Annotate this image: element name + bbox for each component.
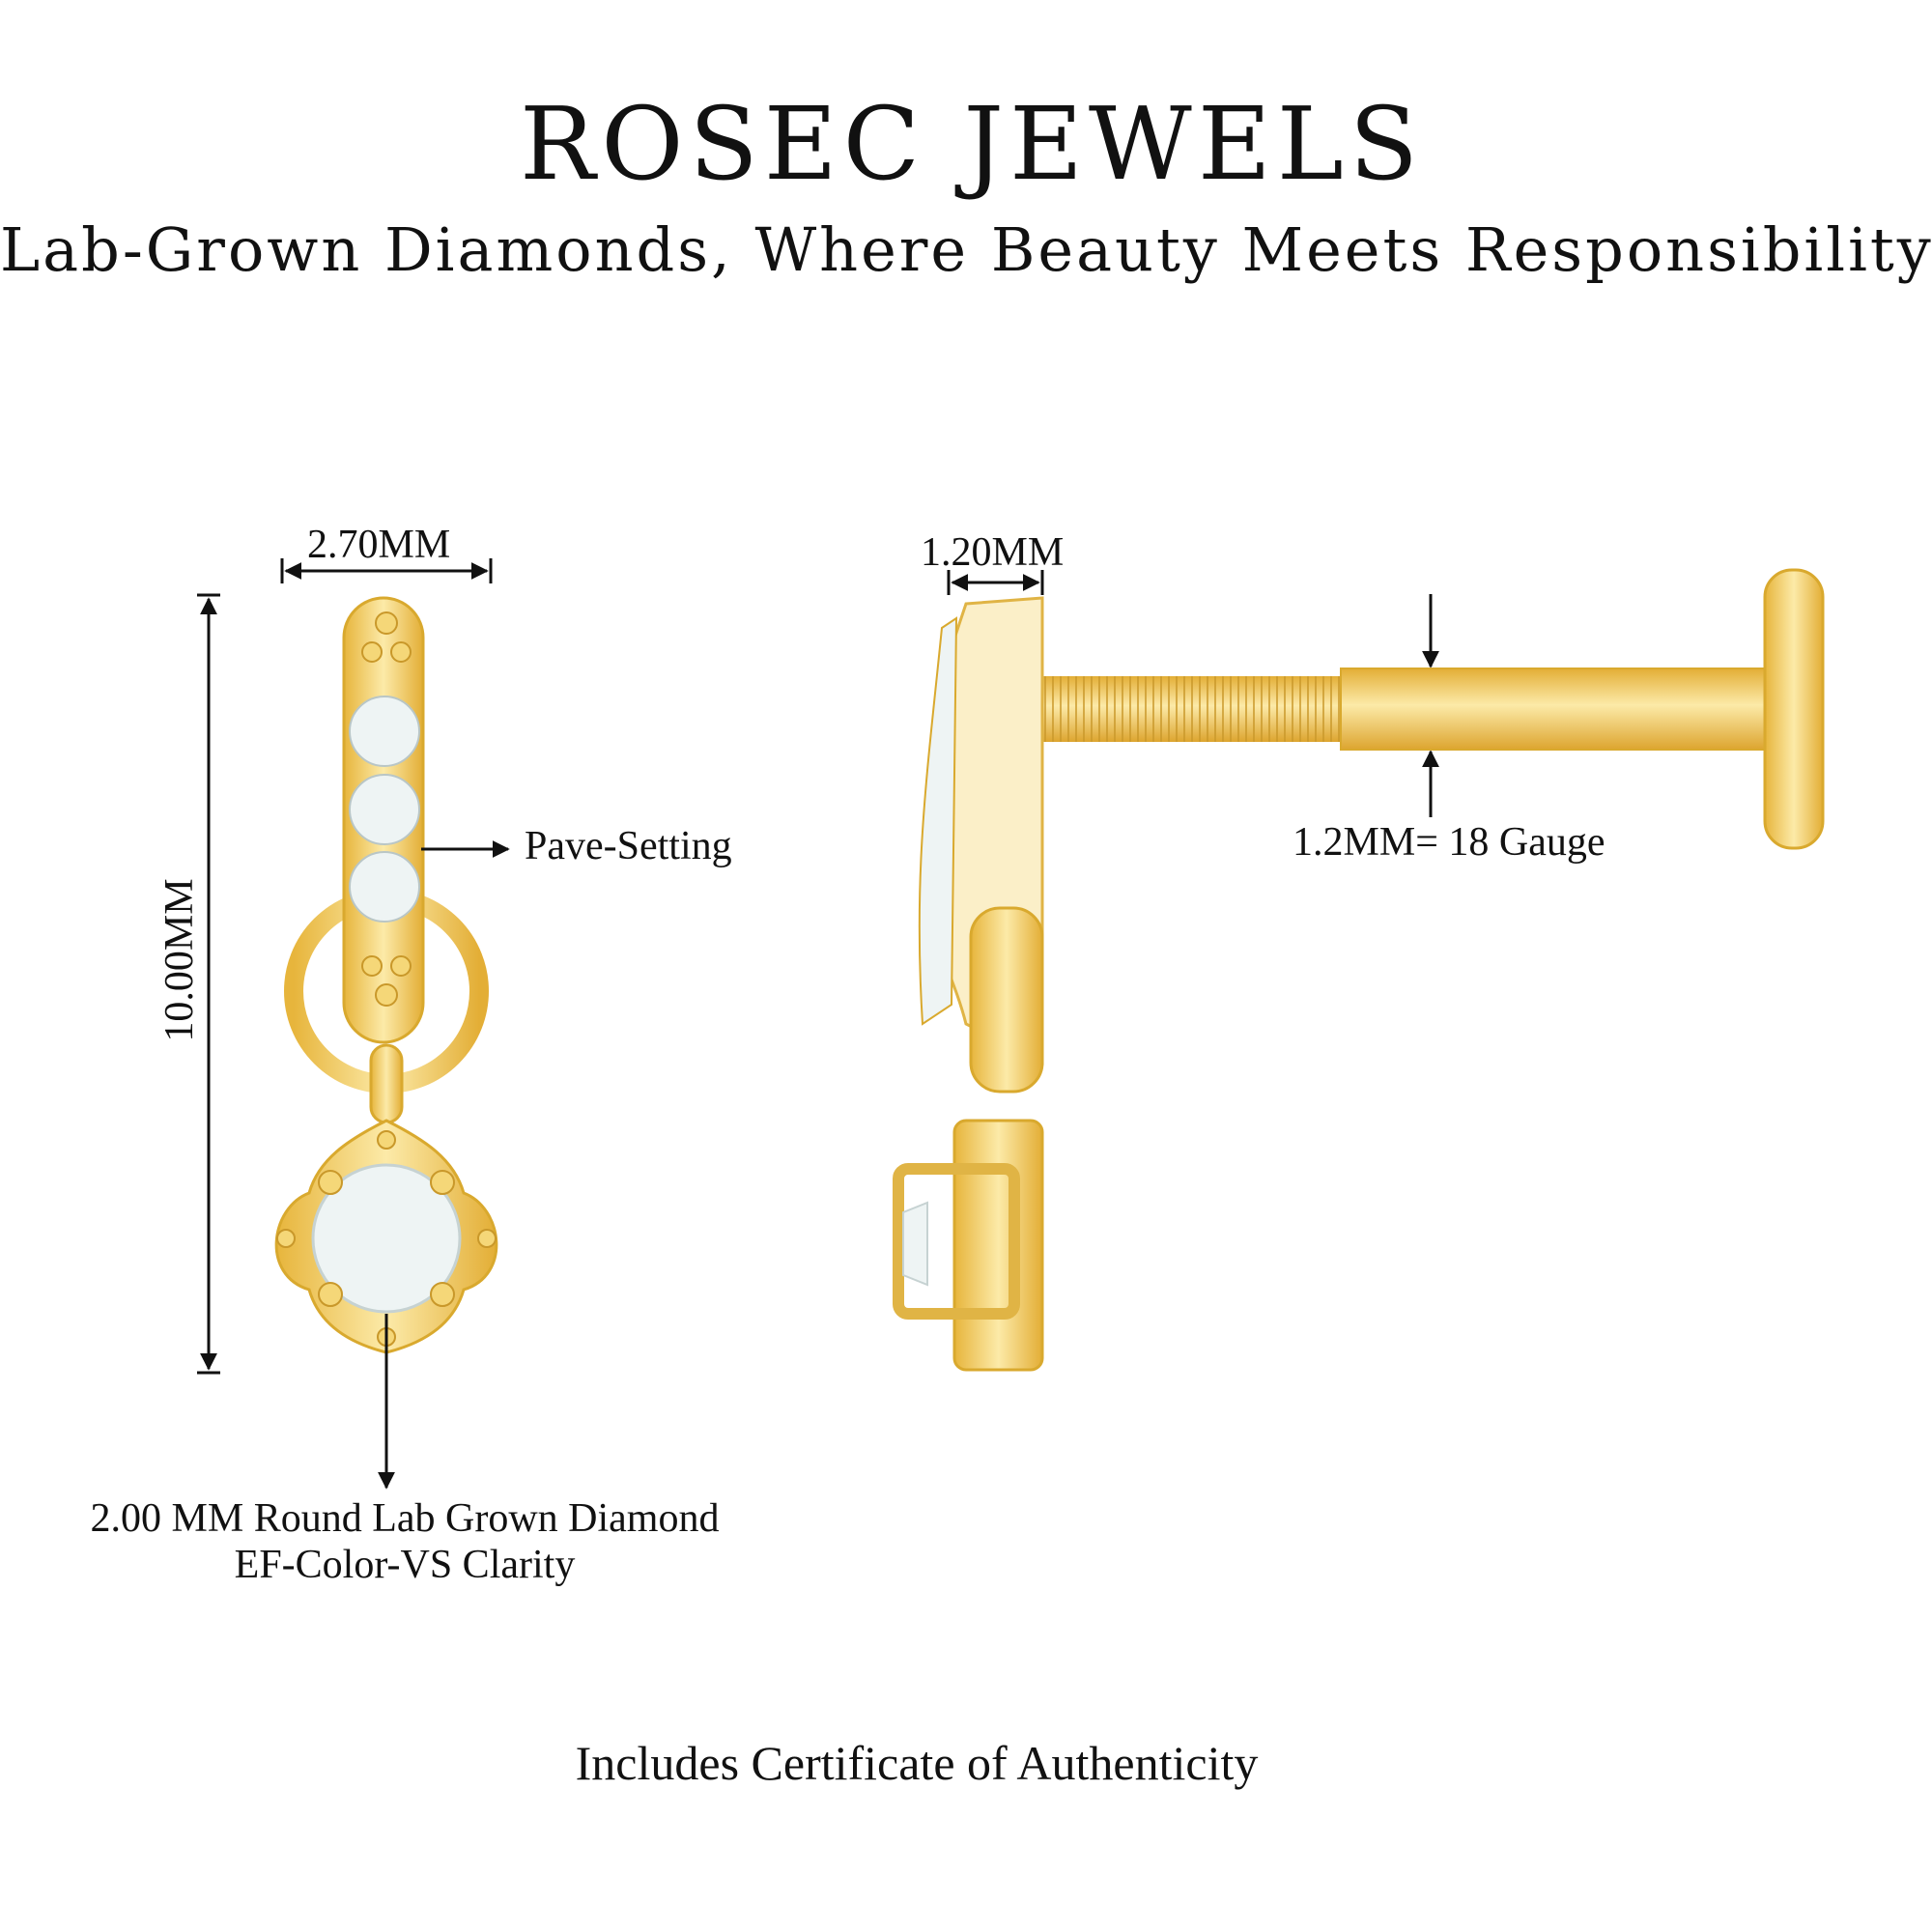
diamond-spec-line2: EF-Color-VS Clarity bbox=[234, 1543, 576, 1587]
width-label: 2.70MM bbox=[307, 523, 451, 567]
height-label: 10.00MM bbox=[157, 878, 202, 1042]
earring-front-view bbox=[274, 596, 498, 1354]
center-diamond bbox=[311, 1163, 462, 1314]
earring-side-view bbox=[893, 568, 1825, 1372]
brand-tagline: Lab-Grown Diamonds, Where Beauty Meets R… bbox=[0, 214, 1932, 285]
thickness-dimension bbox=[947, 570, 1044, 595]
certificate-note: Includes Certificate of Authenticity bbox=[575, 1736, 1259, 1790]
height-dimension bbox=[197, 593, 220, 1375]
width-dimension bbox=[280, 558, 493, 583]
brand-title: ROSEC JEWELS bbox=[519, 85, 1425, 203]
pave-setting-label: Pave-Setting bbox=[525, 824, 732, 868]
pave-diamonds bbox=[349, 696, 420, 923]
thickness-label: 1.20MM bbox=[921, 530, 1065, 575]
gauge-label: 1.2MM= 18 Gauge bbox=[1293, 820, 1605, 865]
diamond-spec-line1: 2.00 MM Round Lab Grown Diamond bbox=[90, 1496, 720, 1541]
screw-thread bbox=[1044, 676, 1340, 742]
